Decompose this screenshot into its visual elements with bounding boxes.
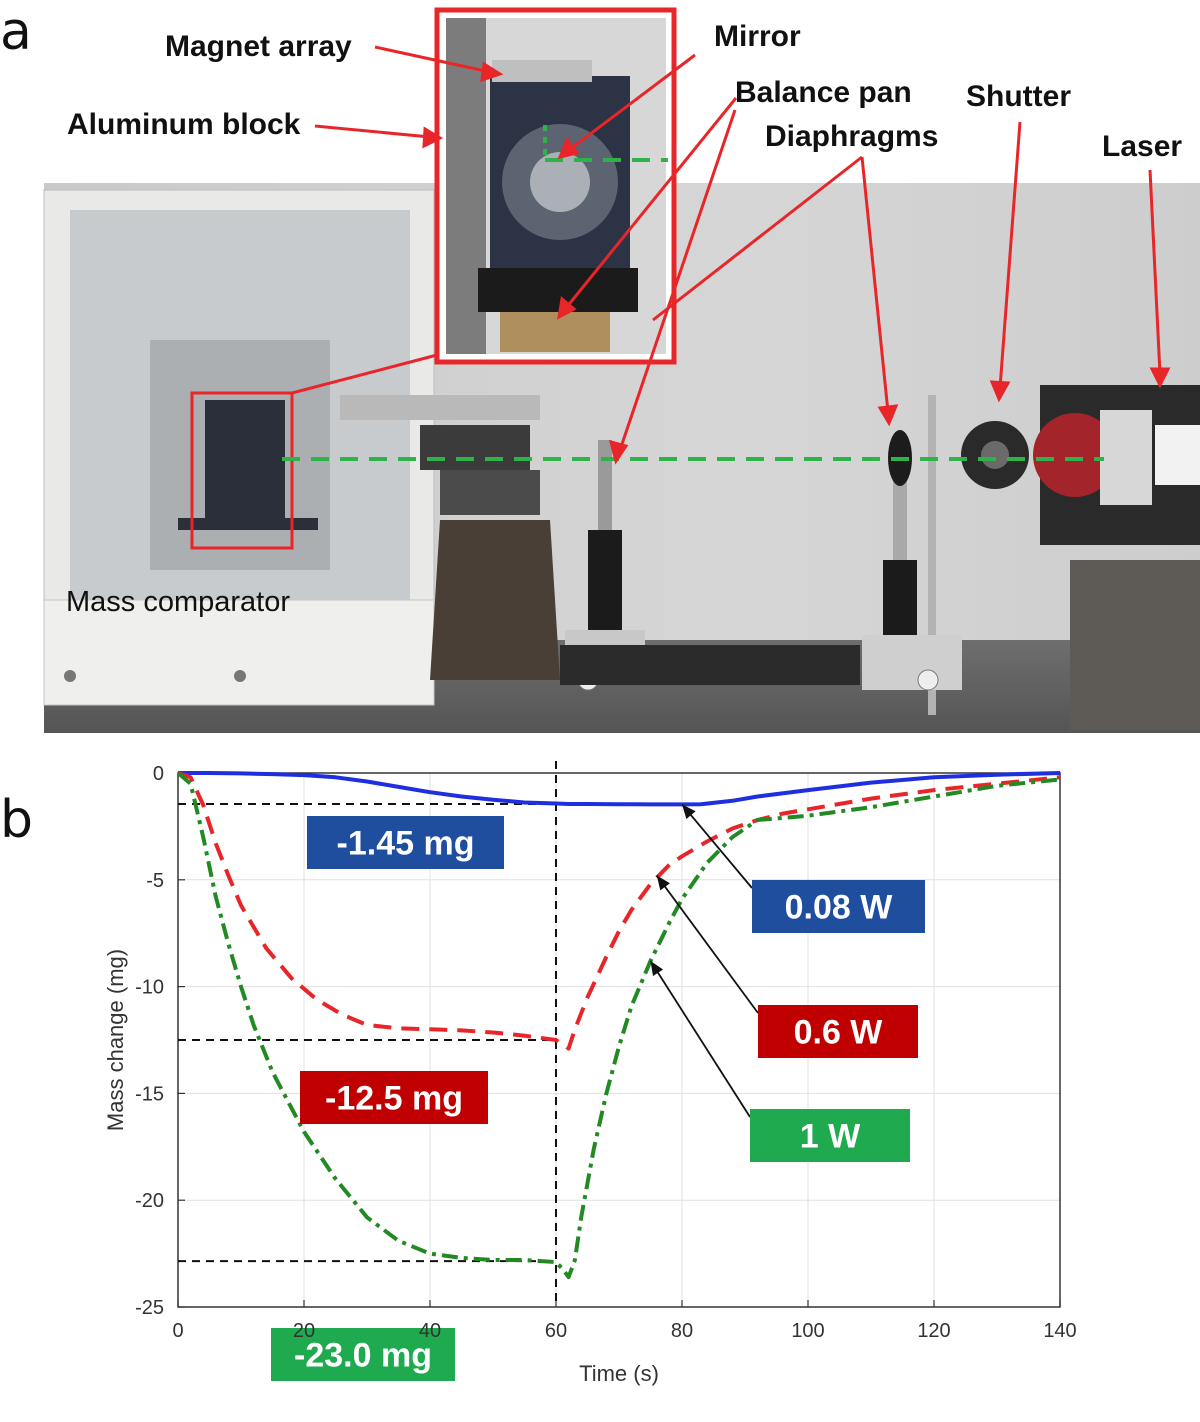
y-tick-label: 0 [153, 763, 164, 785]
callout-magnet-array: Magnet array [165, 30, 352, 63]
y-tick-label: -15 [135, 1083, 164, 1105]
x-axis-label: Time (s) [579, 1361, 659, 1386]
series-layer [176, 771, 1061, 1280]
callout-shutter: Shutter [966, 80, 1071, 113]
power-label-text: 1 W [800, 1118, 861, 1156]
y-tick-label: -20 [135, 1190, 164, 1212]
power-label-box [758, 1005, 918, 1058]
power-label-text: 0.08 W [785, 889, 894, 927]
panel-letter-a: a [0, 2, 32, 62]
reference-lines [178, 761, 557, 1307]
power-label-arrowhead [682, 804, 696, 819]
panel-letter-b: b [0, 790, 34, 850]
level-label-text: -23.0 mg [294, 1337, 432, 1375]
level-label-box [300, 1071, 488, 1124]
power-label-arrow [656, 874, 759, 1014]
level-label-box [307, 816, 504, 869]
series-line [176, 771, 1061, 1280]
y-tick-label: -10 [135, 977, 164, 999]
x-tick-label: 120 [917, 1320, 950, 1342]
tick-labels: 0 20 40 60 80 100 120 140 0 -5 -10 -15 -20 -25 [135, 763, 1077, 1342]
y-axis-label: Mass change (mg) [103, 949, 128, 1131]
callout-laser: Laser [1102, 130, 1183, 163]
translation-stage [340, 395, 560, 680]
y-tick-label: -25 [135, 1297, 164, 1319]
callout-diaphragms: Diaphragms [765, 120, 939, 153]
level-label-text: -1.45 mg [337, 825, 475, 863]
callout-balance-pan: Balance pan [735, 76, 912, 109]
y-tick-label: -5 [146, 870, 164, 892]
power-label-arrow [649, 960, 751, 1118]
aluminum-block-small [205, 400, 285, 530]
inset-source-frame [190, 391, 294, 550]
callout-arrows [314, 45, 1171, 465]
x-tick-label: 40 [419, 1320, 441, 1342]
laser [1033, 385, 1200, 730]
series-line [178, 771, 1061, 807]
power-label-arrowhead [656, 875, 670, 891]
inset-photo [434, 7, 677, 365]
x-tick-label: 0 [172, 1320, 183, 1342]
x-tick-label: 100 [791, 1320, 824, 1342]
optical-rail [560, 645, 860, 685]
series-line [177, 771, 1061, 1051]
power-label-box [752, 880, 925, 933]
shutter [961, 421, 1029, 489]
setup-photograph [43, 7, 1200, 733]
callout-mirror: Mirror [714, 20, 801, 53]
mass-change-chart: -1.45 mg -12.5 mg -23.0 mg 0.08 W 0.6 W 1 W 0… [103, 761, 1077, 1386]
callout-mass-comparator: Mass comparator [66, 586, 291, 618]
power-label-arrowhead [650, 961, 664, 976]
x-tick-label: 60 [545, 1320, 567, 1342]
level-label-box [271, 1328, 455, 1381]
power-label-arrow [681, 803, 753, 889]
power-label-box [750, 1109, 910, 1162]
x-tick-label: 20 [293, 1320, 315, 1342]
power-label-text: 0.6 W [794, 1014, 884, 1052]
annotation-layer: -1.45 mg -12.5 mg -23.0 mg 0.08 W 0.6 W 1 W [271, 803, 925, 1381]
x-tick-label: 80 [671, 1320, 693, 1342]
callout-aluminum-block: Aluminum block [67, 108, 301, 141]
level-label-text: -12.5 mg [325, 1080, 463, 1118]
x-tick-label: 140 [1043, 1320, 1076, 1342]
